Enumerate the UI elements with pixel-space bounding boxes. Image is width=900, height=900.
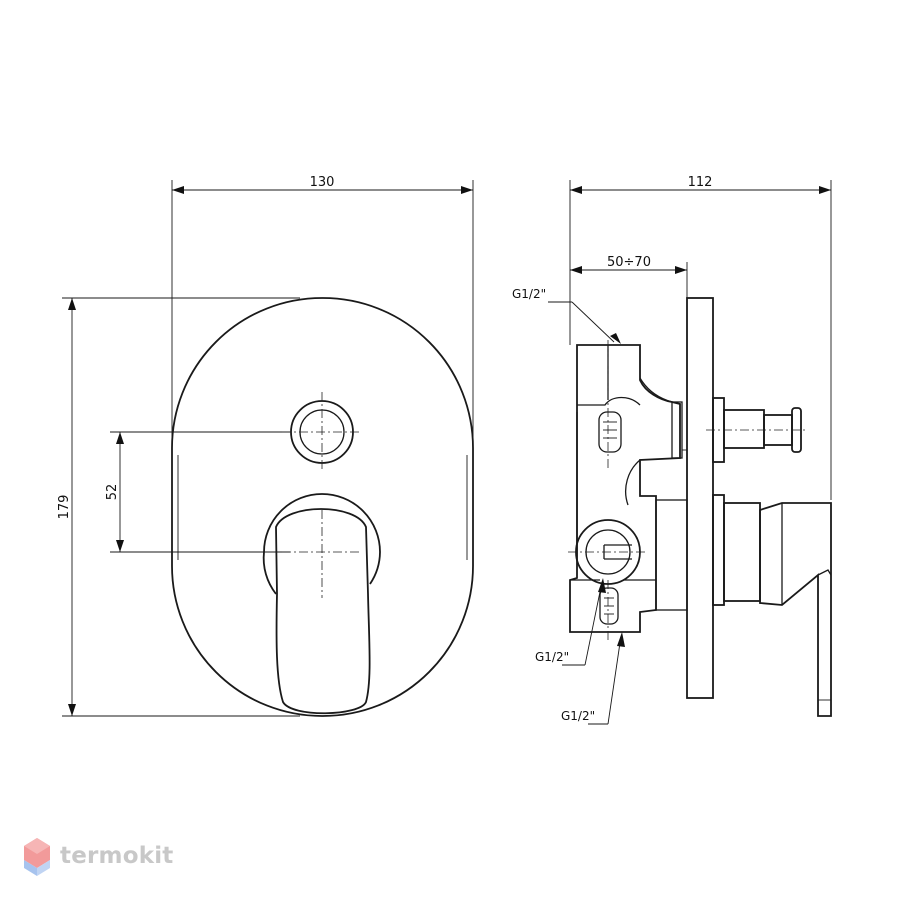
termokit-logo-icon — [24, 838, 50, 876]
height-dimension: 179 — [57, 298, 76, 716]
width-dimension-label: 130 — [310, 175, 335, 190]
side-view: 112 50÷70 — [512, 175, 832, 725]
cover-plate — [171, 297, 474, 717]
side-outlet — [568, 519, 648, 585]
watermark-text: termokit — [60, 843, 174, 869]
thread-callout-bottom-left: G1/2" — [535, 578, 606, 666]
install-depth-dimension-label: 50÷70 — [607, 255, 651, 270]
spacing-dimension: 52 — [105, 432, 124, 552]
front-view: 130 179 52 — [57, 175, 474, 717]
handle-side — [712, 494, 832, 717]
thread-callout-top: G1/2" — [512, 287, 621, 344]
diverter-stem-side — [706, 397, 808, 463]
depth-dimension-label: 112 — [688, 175, 713, 190]
thread-label-bottom-left: G1/2" — [535, 650, 569, 664]
install-depth-dimension: 50÷70 — [570, 255, 687, 274]
width-dimension: 130 — [172, 175, 473, 194]
height-dimension-label: 179 — [57, 495, 72, 520]
depth-dimension: 112 — [570, 175, 831, 194]
valve-body — [569, 340, 688, 640]
thread-callout-bottom: G1/2" — [561, 632, 625, 725]
handle-lever — [262, 493, 381, 715]
diverter-button — [282, 392, 362, 472]
watermark: termokit — [22, 834, 173, 878]
thread-label-top: G1/2" — [512, 287, 546, 301]
wall-plate — [686, 297, 714, 699]
spacing-dimension-label: 52 — [105, 484, 120, 501]
thread-label-bottom: G1/2" — [561, 709, 595, 723]
